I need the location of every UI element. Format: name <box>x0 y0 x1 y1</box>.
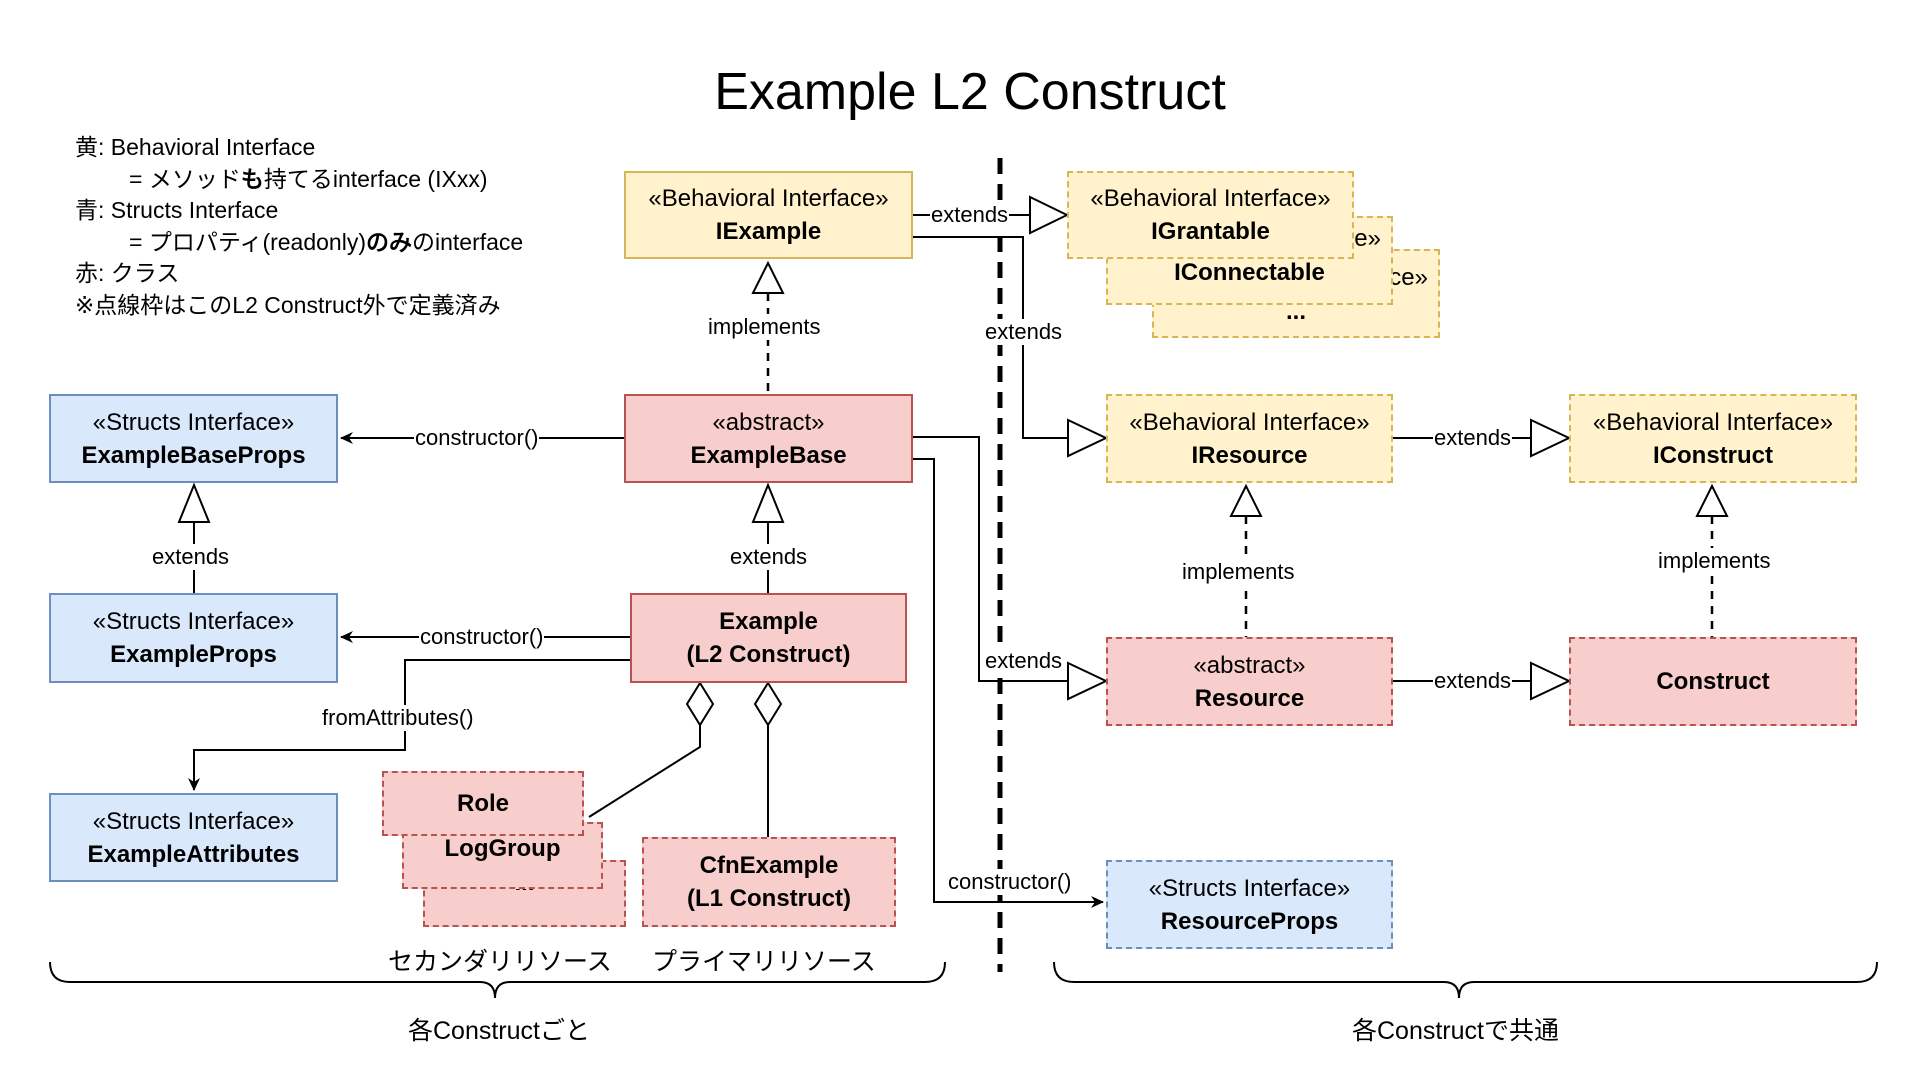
edge-example-extends-examplebase <box>751 482 785 593</box>
page-title: Example L2 Construct <box>714 63 1226 121</box>
node-example-base-props[interactable]: «Structs Interface» ExampleBaseProps <box>49 394 338 483</box>
edge-construct-implements-iconstruct <box>1695 483 1729 637</box>
label-resource-implements-iresource: implements <box>1181 559 1296 585</box>
node-construct[interactable]: Construct <box>1569 637 1857 726</box>
label-example-extends-examplebase: extends <box>729 544 809 570</box>
legend-structs-desc: = プロパティ(readonly)のみのinterface <box>129 228 524 255</box>
label-iexample-extends-iresource: extends <box>984 319 1064 345</box>
node-example-attributes[interactable]: «Structs Interface» ExampleAttributes <box>49 793 338 882</box>
label-example-fromattributes: fromAttributes() <box>321 705 475 731</box>
legend-dashed-note: ※点線枠はこのL2 Construct外で定義済み <box>75 291 501 318</box>
node-example-base[interactable]: «abstract» ExampleBase <box>624 394 913 483</box>
node-resource-props[interactable]: «Structs Interface» ResourceProps <box>1106 860 1393 949</box>
label-example-constructor: constructor() <box>419 624 545 650</box>
legend-class: 赤: クラス <box>75 260 180 286</box>
edge-example-fromattributes <box>188 659 630 791</box>
label-resourceprops-constructor: constructor() <box>947 869 1073 895</box>
partial-stereotype: e» <box>1354 225 1381 252</box>
edge-iexample-extends-iresource <box>913 236 1109 458</box>
node-iconstruct[interactable]: «Behavioral Interface» IConstruct <box>1569 394 1857 483</box>
label-exampleprops-extends: extends <box>151 544 231 570</box>
node-igrantable[interactable]: «Behavioral Interface» IGrantable <box>1067 171 1354 259</box>
edge-example-aggregates-secondary <box>588 681 715 818</box>
edge-example-aggregates-cfnexample <box>753 681 783 837</box>
node-iresource[interactable]: «Behavioral Interface» IResource <box>1106 394 1393 483</box>
node-example-props[interactable]: «Structs Interface» ExampleProps <box>49 593 338 683</box>
label-iexample-extends-igrantable: extends <box>930 202 1010 228</box>
edge-resourceprops-constructor <box>913 458 1104 908</box>
legend-behavioral-desc: = メソッドも持てるinterface (IXxx) <box>129 165 488 192</box>
label-examplebase-implements-iexample: implements <box>707 314 822 340</box>
node-iexample[interactable]: «Behavioral Interface» IExample <box>624 171 913 259</box>
caption-per-construct: 各Constructごと <box>408 1017 590 1045</box>
edge-examplebase-extends-resource <box>913 436 1109 701</box>
edge-examplebase-implements-iexample <box>751 260 785 394</box>
partial-stereotype: ce» <box>1389 264 1428 291</box>
legend-behavioral: 黄: Behavioral Interface <box>75 134 316 160</box>
node-resource[interactable]: «abstract» Resource <box>1106 637 1393 726</box>
label-resource-extends-construct: extends <box>1433 668 1513 694</box>
label-construct-implements-iconstruct: implements <box>1657 548 1772 574</box>
label-examplebase-extends-resource: extends <box>984 648 1064 674</box>
label-examplebase-constructor: constructor() <box>414 425 540 451</box>
node-example[interactable]: Example (L2 Construct) <box>630 593 907 683</box>
caption-primary-resource: プライマリリソース <box>652 948 876 976</box>
node-cfn-example[interactable]: CfnExample (L1 Construct) <box>642 837 896 927</box>
color-legend: 黄: Behavioral Interface = メソッドも持てるinterf… <box>75 132 523 321</box>
label-iresource-extends-iconstruct: extends <box>1433 425 1513 451</box>
caption-shared: 各Constructで共通 <box>1352 1017 1559 1045</box>
caption-secondary-resources: セカンダリリソース <box>388 948 612 976</box>
node-role[interactable]: Role <box>382 771 584 836</box>
bracket-shared <box>1053 961 1878 999</box>
legend-structs: 青: Structs Interface <box>75 197 279 223</box>
bracket-per-construct <box>49 961 946 999</box>
edge-exampleprops-extends <box>177 482 211 593</box>
